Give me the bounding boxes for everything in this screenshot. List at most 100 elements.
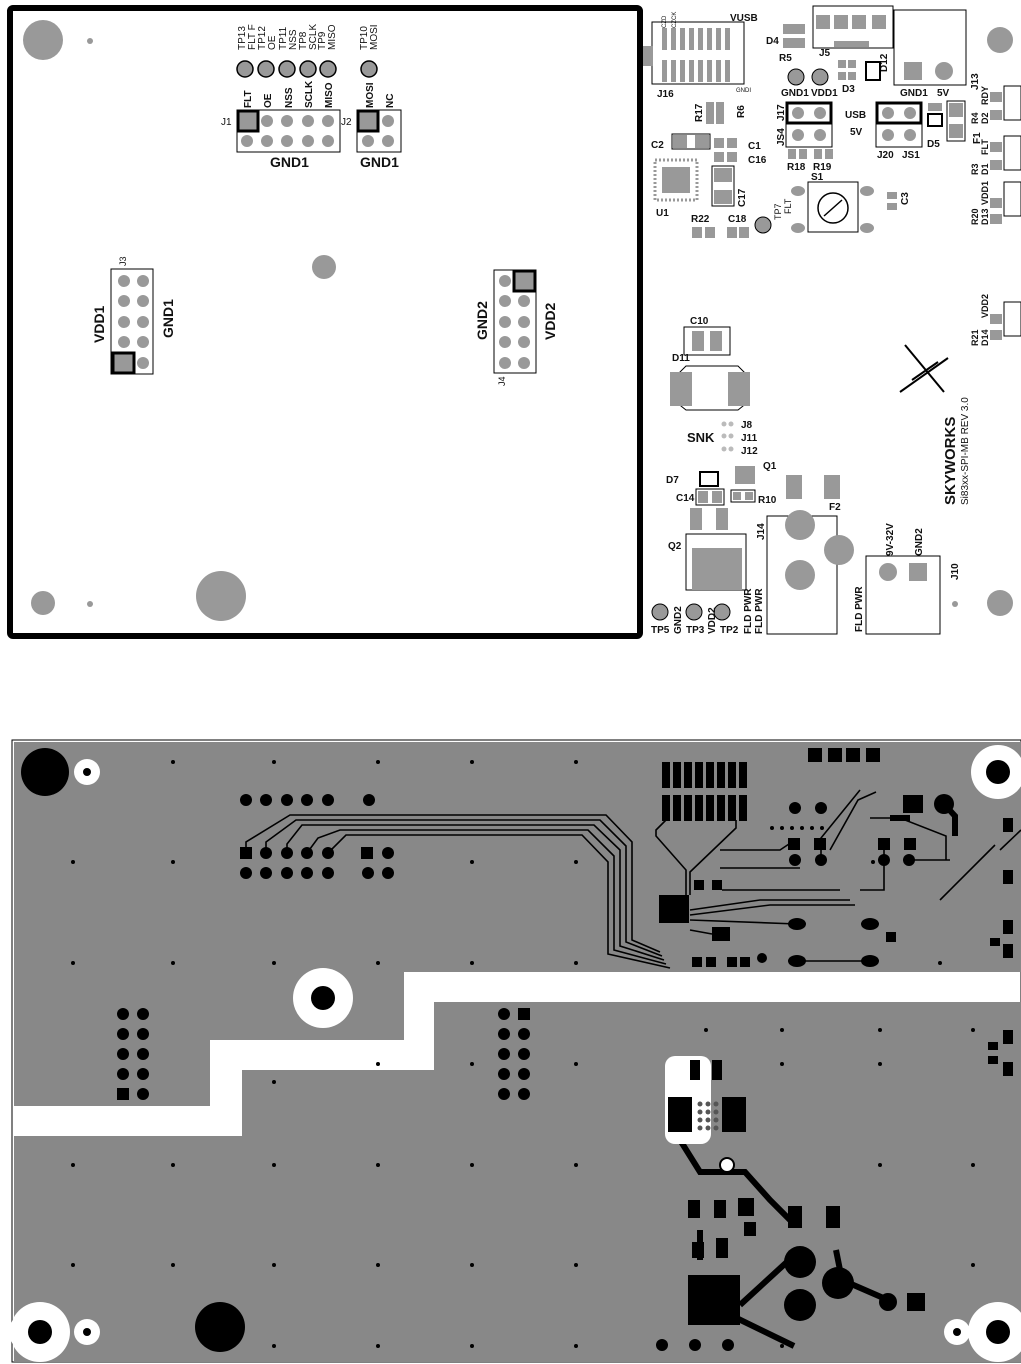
czck-label: CZCK: [672, 12, 678, 28]
sclk-label: SCLK: [308, 24, 319, 50]
vdd1-testpoint: [811, 68, 829, 86]
test-point-rings: [236, 60, 378, 78]
j2-pin-nc: NC: [385, 94, 396, 108]
c2-label: C2: [651, 140, 664, 151]
ground-plane-upper: [14, 742, 1021, 1106]
via-dot: [952, 601, 958, 607]
d11-part: [670, 365, 750, 411]
u1-label: U1: [656, 208, 669, 219]
j1-label: J1: [221, 117, 232, 128]
d4-label: D4: [766, 36, 779, 47]
d3-part: [838, 60, 856, 80]
d2-label: D2: [980, 112, 990, 124]
tp3-label: TP3: [686, 625, 705, 636]
j5-usb-connector: [812, 5, 894, 49]
d5-pad: [928, 103, 942, 111]
f1-pad: [949, 103, 963, 117]
via-dot: [87, 38, 93, 44]
miso-label: MISO: [327, 24, 338, 50]
d14-part: [1003, 301, 1021, 337]
gnd2-j10-label: GND2: [914, 528, 925, 556]
j1-pin-nss: NSS: [284, 87, 295, 108]
j10-connector: [865, 555, 941, 635]
c1-c16-parts: [714, 138, 737, 162]
j16-connector: [643, 21, 745, 85]
fld-pwr-b-label: FLD PWR: [754, 588, 765, 634]
signal-traces: [245, 814, 671, 969]
r3-label: R3: [970, 163, 980, 175]
j12-label: J12: [741, 446, 758, 457]
snk-label: SNK: [687, 430, 715, 445]
f2-label: F2: [829, 502, 841, 513]
mounting-hole: [987, 590, 1013, 616]
tp2-label: TP2: [720, 625, 739, 636]
j2-pin-mosi: MOSI: [365, 82, 376, 108]
q2-label: Q2: [668, 541, 682, 552]
tp9-label: TP9: [317, 31, 328, 50]
d1-label: D1: [980, 163, 990, 175]
j13-pad-square: [904, 62, 922, 80]
r17-label: R17: [694, 103, 705, 122]
j3-label: J3: [118, 256, 128, 266]
j5-label: J5: [819, 48, 831, 59]
j10-label: J10: [950, 563, 961, 580]
r5-label: R5: [779, 53, 792, 64]
c2-pad: [695, 135, 709, 148]
j1-connector: [236, 109, 341, 153]
c17-label: C17: [737, 188, 748, 207]
gnd1-tp-label: GND1: [781, 88, 809, 99]
j1-pin-flt: FLT: [243, 90, 254, 108]
upper-right-traces: [655, 789, 1021, 962]
j13-connector: [893, 9, 967, 86]
vdd1-tp-label: VDD1: [811, 88, 838, 99]
fld-pwr-a-label: FLD PWR: [743, 588, 754, 634]
mounting-hole: [31, 591, 55, 615]
vdd2-tp-label: VDD2: [707, 607, 718, 634]
j1-pin-miso: MISO: [324, 82, 335, 108]
gnd1-label-j1: GND1: [270, 154, 309, 170]
gnd2-tp-label: GND2: [673, 606, 684, 634]
ground-plane-lower: [14, 1002, 1021, 1362]
j8-label: J8: [741, 420, 753, 431]
j14-label: J14: [756, 523, 767, 540]
js4-label: JS4: [776, 128, 787, 146]
gnd1-label-j3: GND1: [160, 299, 176, 338]
tp11-label: TP11: [278, 26, 289, 50]
f2-part: [786, 475, 840, 499]
q2-part: [685, 508, 747, 591]
c10-part: [683, 326, 731, 356]
gnd1-label-j13: GND1: [900, 88, 928, 99]
c1-label: C1: [748, 141, 761, 152]
mounting-hole: [987, 27, 1013, 53]
tp8-label: TP8: [298, 31, 309, 50]
skyworks-logo-icon: [899, 344, 949, 393]
rdy-label: RDY: [980, 86, 990, 105]
via-dot: [87, 601, 93, 607]
r17-r6-parts: [706, 102, 724, 124]
j4-label: J4: [497, 376, 507, 386]
nss-label: NSS: [288, 29, 299, 50]
j17-jumper: [785, 101, 833, 148]
tp13-label: TP13: [237, 26, 248, 50]
j17-label: J17: [776, 104, 787, 121]
d13-label: D13: [980, 208, 990, 225]
d2-part: [1003, 85, 1021, 121]
mounting-hole: [196, 571, 246, 621]
vdd2-label-j4: VDD2: [542, 302, 558, 340]
q1-part: [735, 466, 755, 484]
r18-label: R18: [787, 162, 806, 173]
d11-label: D11: [672, 353, 690, 364]
j11-label: J11: [741, 433, 758, 444]
r22-c18-parts: [692, 227, 749, 238]
d3-label: D3: [842, 84, 855, 95]
j4-connector: [493, 269, 537, 374]
tp5-label: TP5: [651, 625, 670, 636]
d12-part: [865, 61, 881, 81]
j1-pin-sclk: SCLK: [304, 80, 315, 108]
c10-pad: [692, 331, 704, 351]
c17-pad: [714, 168, 732, 182]
oe-label: OE: [267, 35, 278, 50]
r20-label: R20: [970, 208, 980, 225]
j13-label: J13: [970, 73, 981, 90]
